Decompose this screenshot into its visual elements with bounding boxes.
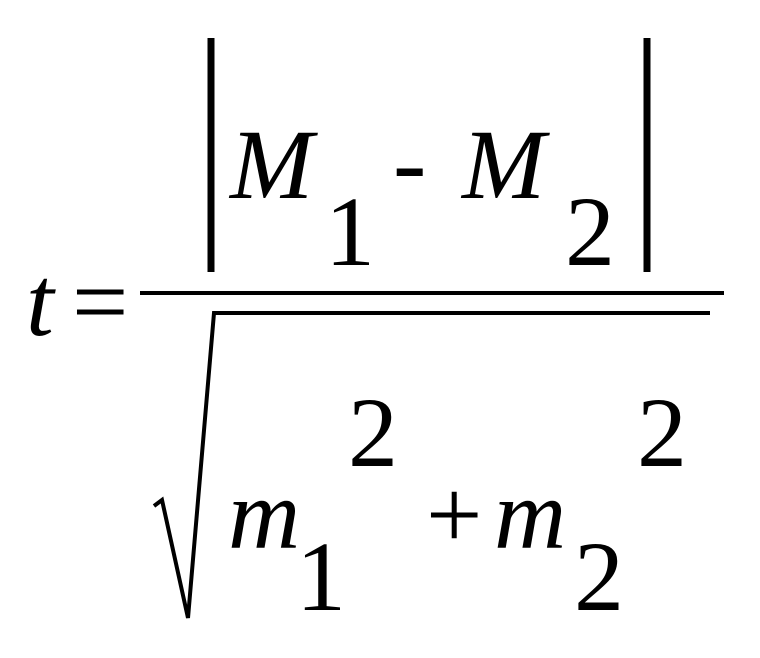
denominator-operator: + [426,459,482,570]
denominator-term-b-index: 2 [574,521,624,632]
numerator-term-b: M [460,109,550,220]
denominator-term-a-index: 1 [296,521,346,632]
denominator-term-b-power: 2 [637,377,687,488]
numerator-operator: - [393,107,426,218]
denominator-term-a-power: 2 [348,377,398,488]
radical-sign [152,311,710,619]
numerator-term-a: M [228,109,318,220]
equals-sign: = [72,246,128,357]
numerator-term-b-index: 2 [565,176,615,287]
denominator-term-a: m [228,459,300,570]
denominator-term-b: m [494,459,566,570]
numerator-term-a-index: 1 [325,176,375,287]
lhs-variable: t [26,246,56,357]
